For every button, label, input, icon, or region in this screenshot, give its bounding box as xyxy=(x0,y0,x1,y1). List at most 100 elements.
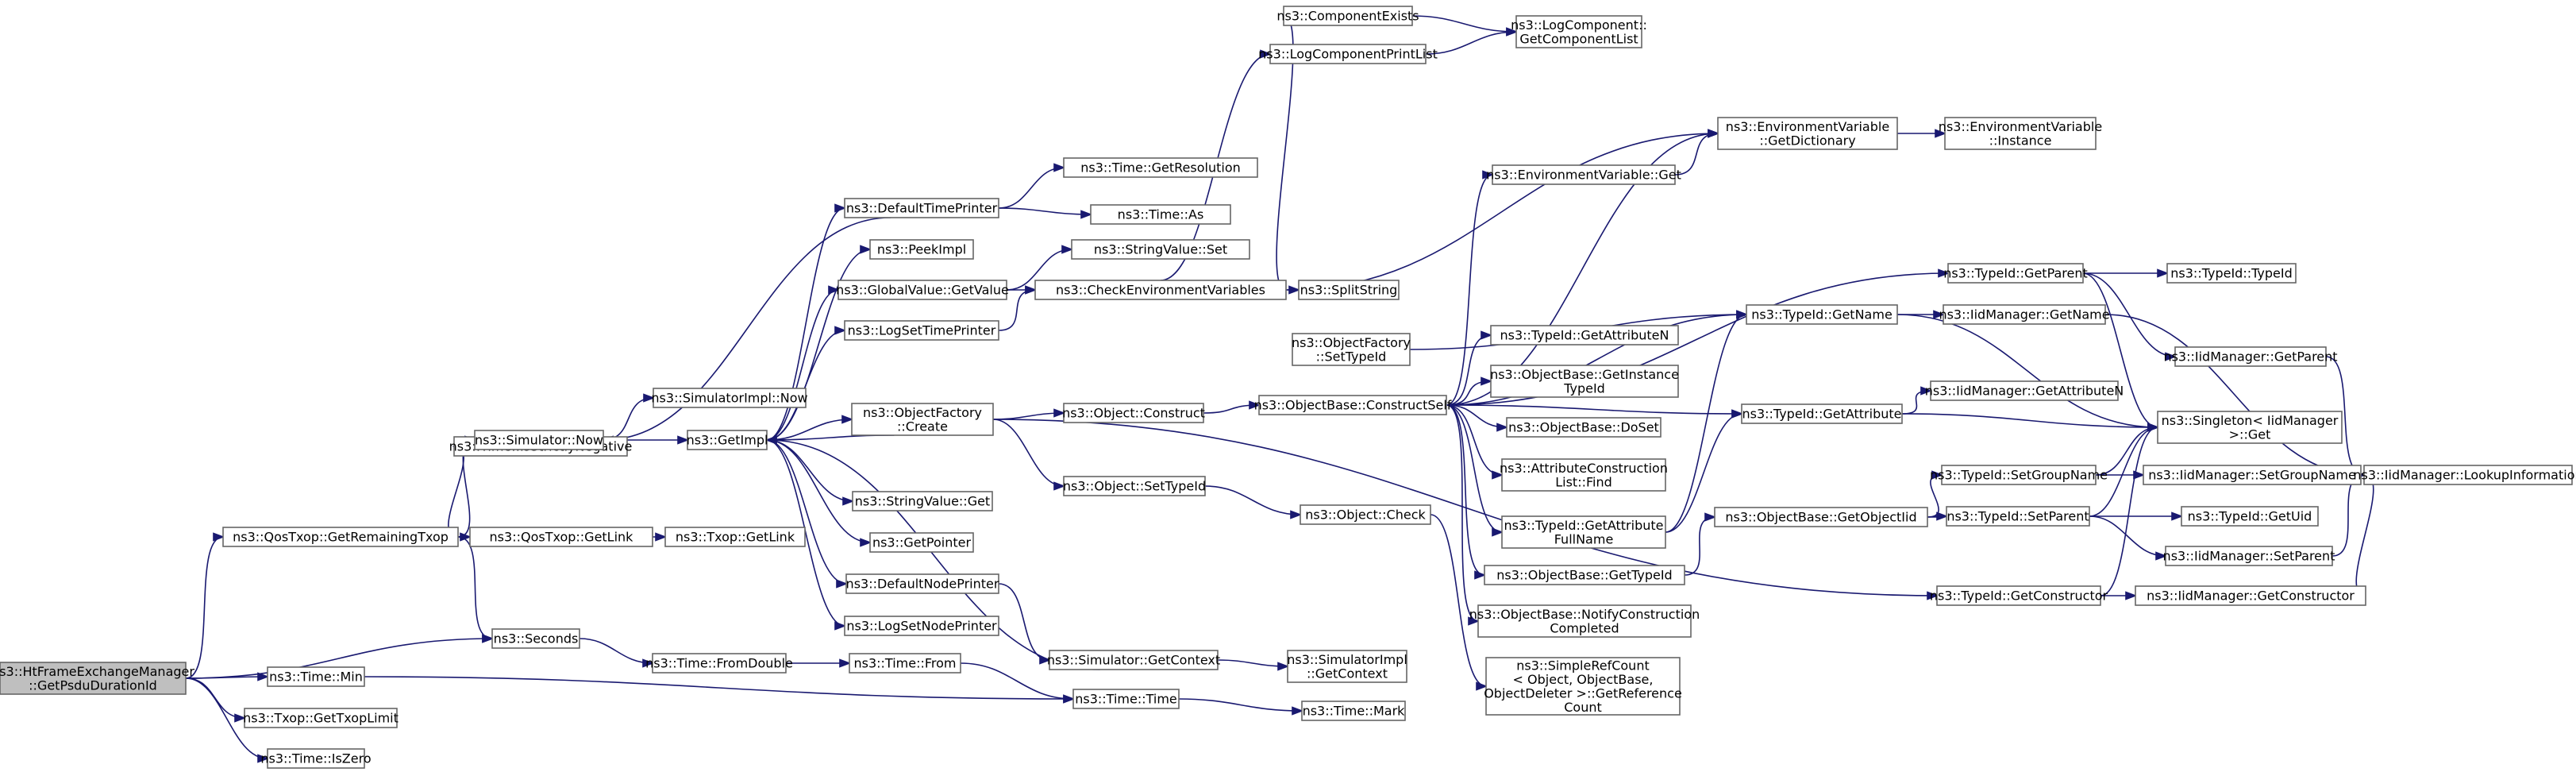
function-node-n21[interactable]: ns3::StringValue::Get xyxy=(852,491,993,511)
function-node-n48[interactable]: ns3::ObjectBase::NotifyConstructionCompl… xyxy=(1469,604,1700,638)
function-node-n18[interactable]: ns3::GlobalValue::GetValue xyxy=(836,280,1009,300)
function-node-label: ns3::Time::IsZero xyxy=(260,751,371,766)
function-node-n57[interactable]: ns3::TypeId::SetGroupName xyxy=(1930,465,2108,485)
function-node-label: ns3::Time::From xyxy=(853,656,956,671)
function-node-n61[interactable]: ns3::IidManager::GetParent xyxy=(2163,346,2338,367)
call-edge-n5-n10 xyxy=(579,638,655,668)
call-edge-n20-n59 xyxy=(992,419,1939,600)
call-edge-n18-n27 xyxy=(1006,245,1074,291)
function-node-n67[interactable]: ns3::IidManager::LookupInformation xyxy=(2353,465,2576,485)
function-node-n47[interactable]: ns3::ObjectBase::GetTypeId xyxy=(1484,565,1685,585)
call-edge-n36-n46 xyxy=(1446,404,1504,537)
function-node-n15[interactable]: ns3::Txop::GetLink xyxy=(664,527,806,547)
function-node-n62[interactable]: ns3::Singleton< IidManager>::Get xyxy=(2157,411,2343,444)
function-node-n24[interactable]: ns3::LogSetNodePrinter xyxy=(844,616,999,636)
function-node-n33[interactable]: ns3::LogComponentPrintList xyxy=(1258,44,1438,64)
function-node-label: ns3::TypeId::GetConstructor xyxy=(1930,589,2108,604)
function-node-n58[interactable]: ns3::TypeId::SetParent xyxy=(1946,506,2090,527)
call-edge-n16-n26 xyxy=(998,207,1093,219)
function-node-n53[interactable]: ns3::EnvironmentVariable::Instance xyxy=(1939,117,2102,150)
function-node-n16[interactable]: ns3::DefaultTimePrinter xyxy=(844,198,999,218)
function-node-n9[interactable]: ns3::QosTxop::GetLink xyxy=(469,527,653,547)
function-node-n52[interactable]: ns3::ObjectBase::GetObjectIid xyxy=(1714,507,1928,527)
function-node-n60[interactable]: ns3::TypeId::TypeId xyxy=(2166,263,2297,284)
function-node-n66[interactable]: ns3::IidManager::GetConstructor xyxy=(2135,585,2366,606)
function-node-n50[interactable]: ns3::TypeId::GetName xyxy=(1746,304,1898,325)
function-node-n8[interactable]: ns3::Simulator::Now xyxy=(474,430,604,450)
call-edge-n50-n62 xyxy=(1896,314,2160,432)
function-node-n13[interactable]: ns3::SimulatorImpl::Now xyxy=(651,388,808,408)
function-node-box xyxy=(1490,325,1679,345)
function-node-n38[interactable]: ns3::SimulatorImpl::GetContext xyxy=(1287,650,1407,683)
function-node-n55[interactable]: ns3::IidManager::GetName xyxy=(1939,304,2110,325)
function-node-n29[interactable]: ns3::Object::Construct xyxy=(1062,403,1205,423)
function-node-n63[interactable]: ns3::IidManager::SetGroupName xyxy=(2143,465,2362,485)
function-node-n10[interactable]: ns3::Time::FromDouble xyxy=(645,653,793,674)
function-node-n23[interactable]: ns3::DefaultNodePrinter xyxy=(845,573,999,594)
function-node-n2[interactable]: ns3::Time::Min xyxy=(267,666,365,687)
function-node-n39[interactable]: ns3::LogComponent::GetComponentList xyxy=(1511,15,1647,48)
function-node-box xyxy=(267,666,365,687)
function-node-label: ns3::HtFrameExchangeManager xyxy=(0,664,194,679)
function-node-n59[interactable]: ns3::TypeId::GetConstructor xyxy=(1930,585,2108,606)
function-node-n44[interactable]: ns3::ObjectBase::DoSet xyxy=(1506,417,1662,438)
function-node-n27[interactable]: ns3::StringValue::Set xyxy=(1071,239,1250,260)
function-node-label: ns3::Time::Min xyxy=(269,670,363,685)
function-node-label: ns3::QosTxop::GetRemainingTxop xyxy=(233,530,449,545)
function-node-label: ns3::StringValue::Set xyxy=(1094,242,1227,257)
function-node-n19[interactable]: ns3::LogSetTimePrinter xyxy=(844,320,999,341)
function-node-n40[interactable]: ns3::EnvironmentVariable::GetDictionary xyxy=(1717,117,1898,150)
function-node-n65[interactable]: ns3::IidManager::SetParent xyxy=(2163,546,2335,566)
function-node-n30[interactable]: ns3::Object::SetTypeId xyxy=(1063,476,1206,496)
function-node-n5[interactable]: ns3::Seconds xyxy=(491,628,580,649)
function-node-label: ns3::ObjectBase::GetObjectIid xyxy=(1725,510,1916,525)
function-node-n20[interactable]: ns3::ObjectFactory::Create xyxy=(851,403,994,436)
function-node-n42[interactable]: ns3::TypeId::GetAttributeN xyxy=(1490,325,1679,345)
function-node-label: ns3::SimulatorImpl::Now xyxy=(651,391,807,406)
function-node-n54[interactable]: ns3::TypeId::GetParent xyxy=(1943,263,2088,284)
function-node-box xyxy=(1741,403,1903,424)
function-node-n51[interactable]: ns3::TypeId::GetAttribute xyxy=(1741,403,1903,424)
function-node-n64[interactable]: ns3::TypeId::GetUid xyxy=(2181,506,2319,527)
function-node-label: ns3::StringValue::Get xyxy=(855,494,990,509)
function-node-label: ns3::CheckEnvironmentVariables xyxy=(1056,283,1265,298)
function-node-box xyxy=(1714,507,1928,527)
function-node-n56[interactable]: ns3::IidManager::GetAttributeN xyxy=(1925,380,2124,401)
function-node-box xyxy=(1269,44,1427,64)
function-node-n35[interactable]: ns3::ObjectFactory::SetTypeId xyxy=(1292,333,1411,366)
function-node-label: ns3::IidManager::LookupInformation xyxy=(2353,468,2576,483)
function-node-n14[interactable]: ns3::GetImpl xyxy=(687,430,768,450)
function-node-n17[interactable]: ns3::PeekImpl xyxy=(869,239,974,260)
function-node-n12[interactable]: ns3::Time::Mark xyxy=(1301,701,1406,721)
function-node-n41[interactable]: ns3::EnvironmentVariable::Get xyxy=(1486,164,1681,185)
call-edge-n28-n40 xyxy=(1285,129,1720,291)
function-node-n37[interactable]: ns3::Object::Check xyxy=(1300,504,1431,525)
function-node-n22[interactable]: ns3::GetPointer xyxy=(869,532,974,553)
function-node-n4[interactable]: ns3::Time::IsZero xyxy=(260,748,372,769)
function-node-label: ns3::SimulatorImpl xyxy=(1287,652,1407,667)
function-node-box xyxy=(222,527,459,547)
function-node-n28[interactable]: ns3::CheckEnvironmentVariables xyxy=(1034,280,1287,300)
function-node-box xyxy=(653,388,807,408)
function-node-box xyxy=(1072,689,1180,709)
function-node-n49[interactable]: ns3::SimpleRefCount< Object, ObjectBase,… xyxy=(1484,657,1682,716)
function-node-n32[interactable]: ns3::ComponentExists xyxy=(1276,6,1419,26)
function-node-n25[interactable]: ns3::Time::GetResolution xyxy=(1063,157,1258,178)
function-node-n0[interactable]: ns3::HtFrameExchangeManager::GetPsduDura… xyxy=(0,662,194,695)
function-node-n3[interactable]: ns3::Txop::GetTxopLimit xyxy=(243,708,399,728)
function-node-n34[interactable]: ns3::SplitString xyxy=(1298,280,1400,300)
function-node-box xyxy=(1049,650,1219,670)
function-node-box xyxy=(1506,417,1662,438)
function-node-n6[interactable]: ns3::Time::Time xyxy=(1072,689,1180,709)
function-node-n36[interactable]: ns3::ObjectBase::ConstructSelf xyxy=(1254,395,1452,415)
function-node-n26[interactable]: ns3::Time::As xyxy=(1090,204,1231,225)
function-node-n1[interactable]: ns3::QosTxop::GetRemainingTxop xyxy=(222,527,459,547)
call-edge-n54-n61 xyxy=(2082,272,2177,361)
function-node-n11[interactable]: ns3::Time::From xyxy=(849,653,961,674)
function-node-box xyxy=(1946,506,2090,527)
function-node-n31[interactable]: ns3::Simulator::GetContext xyxy=(1047,650,1220,670)
call-edge-n46-n51 xyxy=(1665,409,1744,533)
